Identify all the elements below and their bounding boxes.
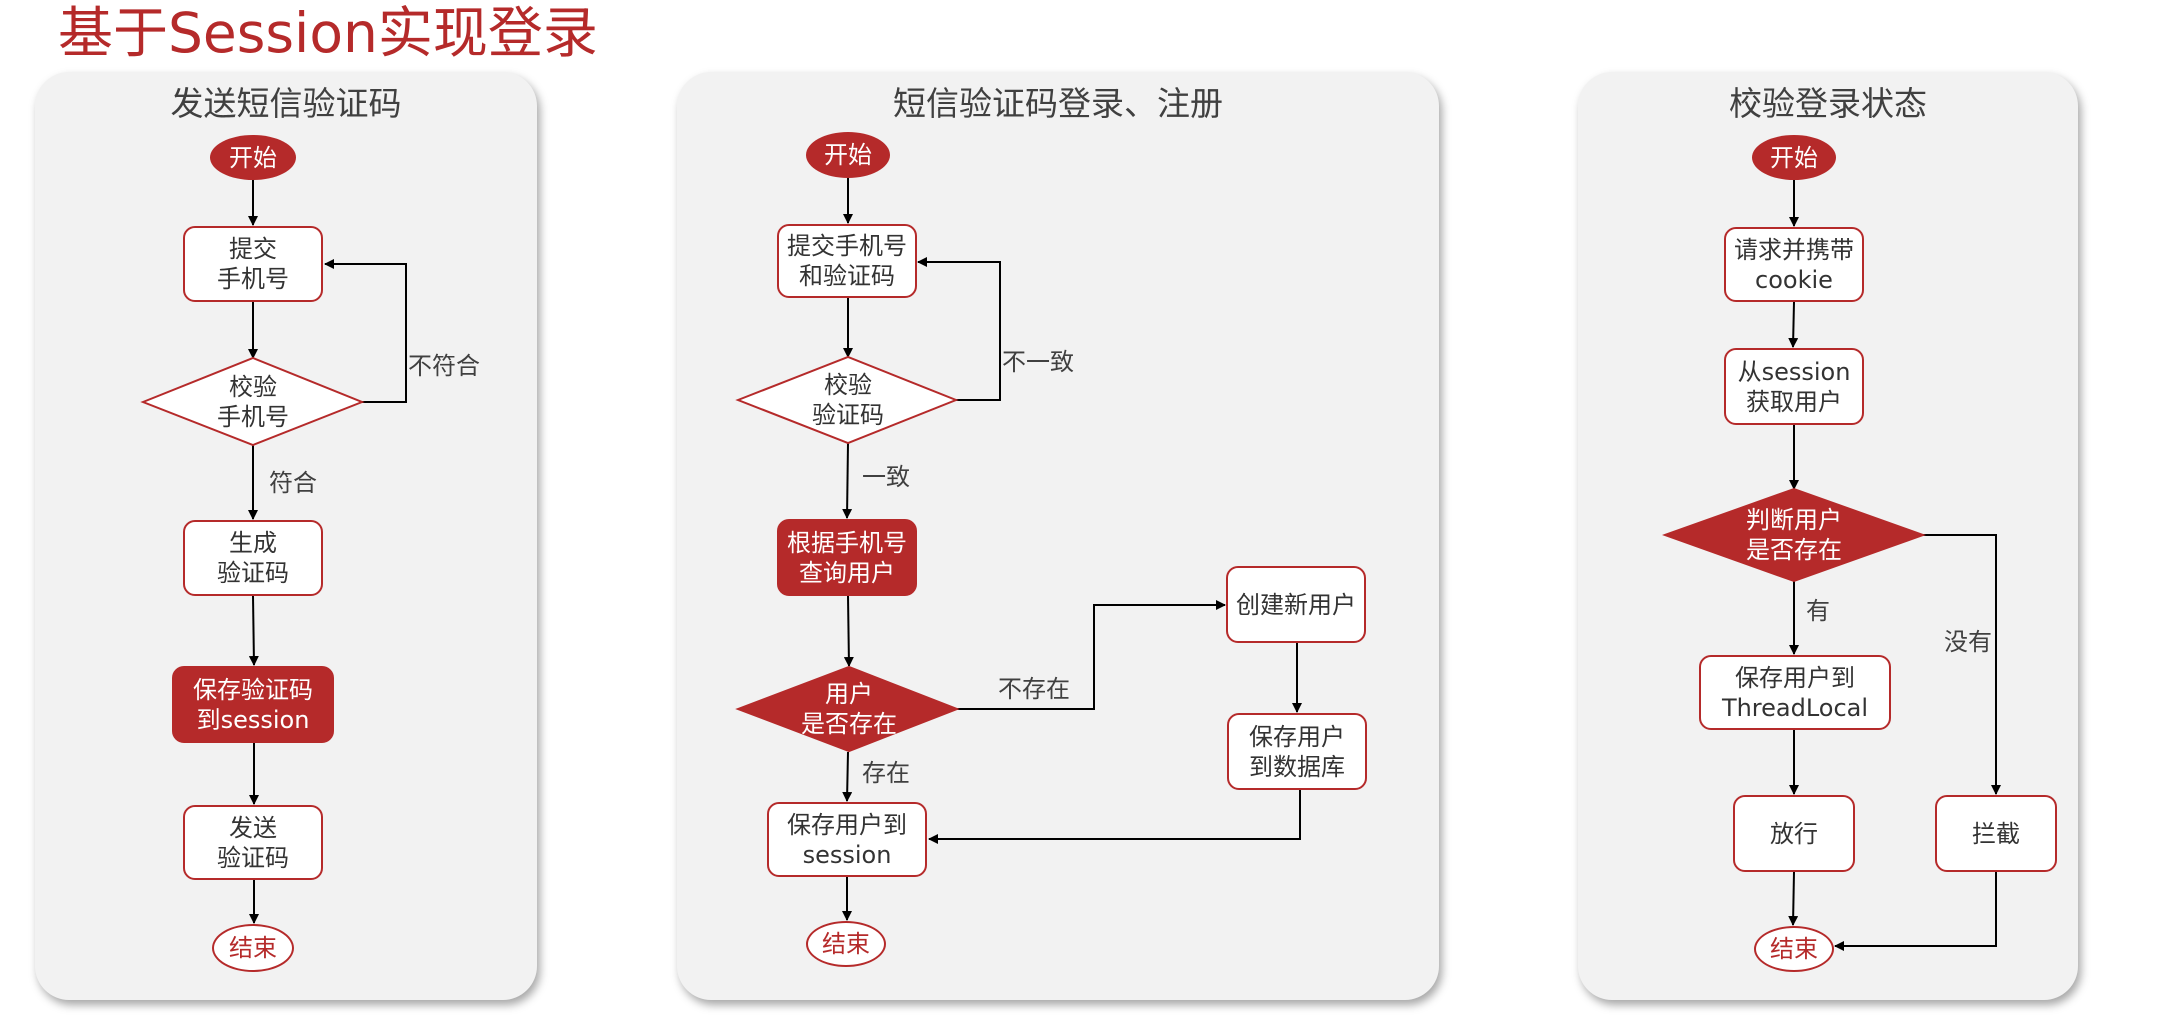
sms-login-end-node: 结束 (806, 921, 886, 967)
request-cookie-node: 请求并携带 cookie (1724, 227, 1864, 302)
user-exists-diamond (735, 665, 960, 753)
verify-code-node: 校验 验证码 (812, 371, 884, 429)
panel-check-login-title: 校验登录状态 (1729, 84, 1927, 123)
label-exist: 存在 (862, 759, 910, 787)
create-user-node: 创建新用户 (1226, 566, 1366, 643)
edge-exists-to-savesession (842, 751, 853, 802)
label-yes: 有 (1806, 597, 1830, 625)
query-user-node: 根据手机号 查询用户 (777, 519, 917, 596)
verify-code-diamond (735, 355, 959, 445)
save-code-session-node: 保存验证码 到session (172, 666, 334, 743)
generate-code-node: 生成 验证码 (183, 520, 323, 596)
panel-send-sms-title: 发送短信验证码 (170, 84, 402, 123)
save-session-node: 保存用户到 session (767, 802, 927, 877)
label-match: 符合 (269, 469, 317, 497)
edge-verify-to-query (842, 442, 853, 519)
save-db-node: 保存用户 到数据库 (1227, 713, 1367, 790)
edge-judge-no (1923, 534, 2001, 795)
verify-phone-node: 校验 手机号 (217, 373, 289, 431)
send-sms-start-node: 开始 (210, 135, 296, 180)
submit-phone-node: 提交 手机号 (183, 226, 323, 302)
get-user-session-node: 从session 获取用户 (1724, 348, 1864, 425)
edge-intercept-to-end (1834, 872, 1997, 951)
label-mismatch: 不符合 (408, 352, 480, 380)
label-not-exist: 不存在 (998, 675, 1070, 703)
edge-allow-to-end (1788, 871, 1799, 926)
intercept-node: 拦截 (1935, 795, 2057, 872)
judge-user-diamond (1662, 487, 1926, 583)
edge-inconsistent-loop (917, 257, 1001, 401)
edge-not-exist-to-create (957, 600, 1226, 710)
edge-generate-to-save (248, 595, 259, 666)
edge-query-to-exists (843, 595, 854, 667)
submit-phone-code-node: 提交手机号 和验证码 (777, 224, 917, 298)
edge-savedb-to-savesession (928, 790, 1301, 844)
send-code-node: 发送 验证码 (183, 805, 323, 880)
page-title: 基于Session实现登录 (58, 1, 598, 65)
label-consistent: 一致 (862, 463, 910, 491)
sms-login-start-node: 开始 (806, 132, 890, 178)
save-threadlocal-node: 保存用户到 ThreadLocal (1699, 655, 1891, 730)
label-no: 没有 (1944, 628, 1992, 656)
check-login-start-node: 开始 (1752, 135, 1836, 180)
allow-node: 放行 (1733, 795, 1855, 872)
check-login-end-node: 结束 (1754, 926, 1834, 972)
edge-mismatch-loop (324, 259, 407, 403)
label-inconsistent: 不一致 (1002, 348, 1074, 376)
send-sms-end-node: 结束 (212, 924, 294, 972)
judge-user-node: 判断用户 是否存在 (1746, 506, 1842, 564)
user-exists-node: 用户 是否存在 (801, 680, 897, 738)
verify-phone-diamond (140, 356, 365, 447)
edge-request-to-getuser (1788, 301, 1799, 348)
panel-sms-login-title: 短信验证码登录、注册 (893, 84, 1223, 123)
